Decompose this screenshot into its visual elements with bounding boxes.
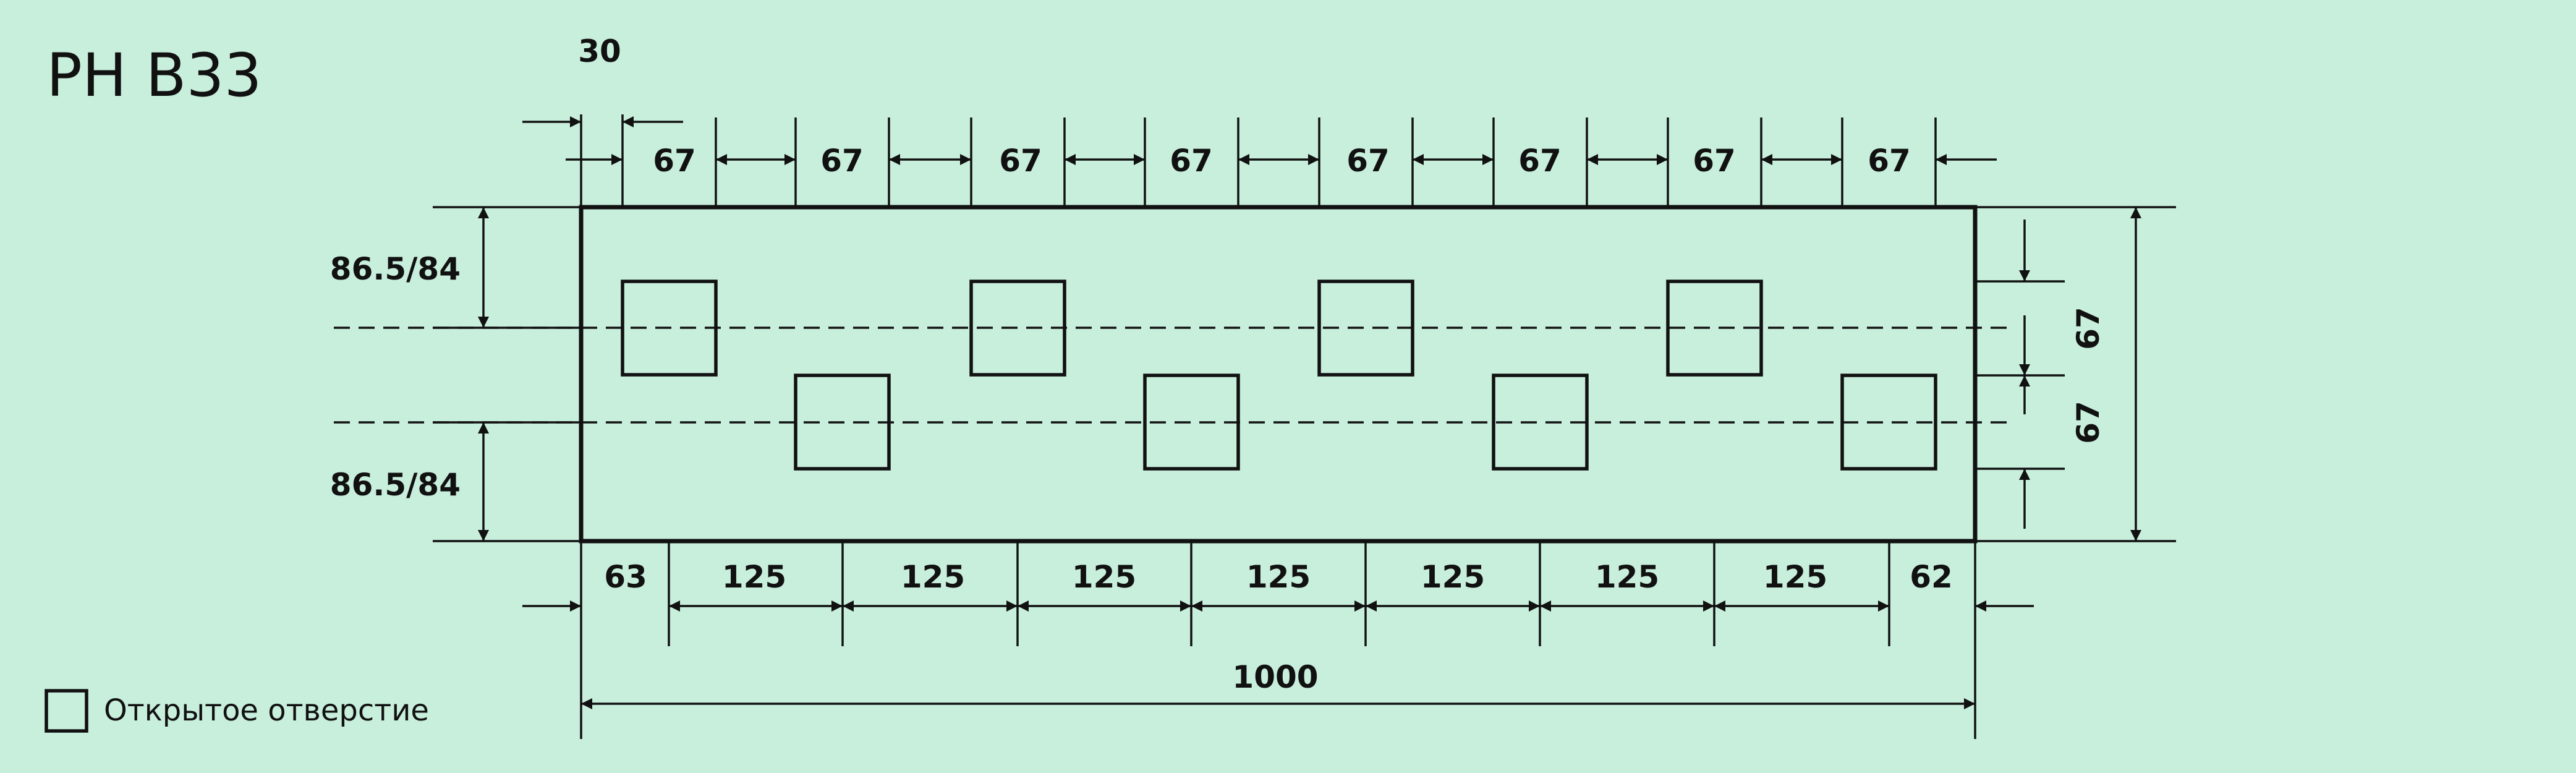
dim-top-spacing: 67: [1868, 143, 1911, 179]
dim-row2-offset: 86.5/84: [330, 467, 461, 503]
dim-bottom-spacing: 125: [1246, 559, 1311, 595]
dim-top-spacing: 67: [820, 143, 864, 179]
dim-bottom-spacing: 125: [1072, 559, 1136, 595]
open-hole: [1492, 374, 1589, 471]
dim-bottom-spacing: 125: [722, 559, 786, 595]
open-hole: [1317, 280, 1414, 377]
dim-offset-30: 30: [578, 33, 621, 69]
dim-bottom-spacing: 125: [1421, 559, 1485, 595]
legend-label: Открытое отверстие: [104, 693, 429, 728]
open-hole: [1666, 280, 1763, 377]
dim-top-spacing: 67: [1346, 143, 1390, 179]
dim-top-spacing: 67: [1170, 143, 1213, 179]
open-hole: [794, 374, 891, 471]
left-dimensions: [433, 206, 581, 542]
bottom-dimension-chain: [522, 541, 2034, 739]
dim-right-bottom: 67: [2070, 401, 2106, 444]
dim-top-spacing: 67: [1693, 143, 1736, 179]
dim-bottom-right: 62: [1910, 559, 1953, 595]
open-hole-legend-icon: [45, 689, 88, 733]
open-hole: [621, 280, 718, 377]
dim-total-length: 1000: [1232, 659, 1318, 695]
dim-row1-offset: 86.5/84: [330, 251, 461, 287]
dim-top-spacing: 67: [999, 143, 1042, 179]
open-hole: [1143, 374, 1240, 471]
dim-bottom-left: 63: [604, 559, 647, 595]
plate-outline: [579, 205, 1978, 544]
dim-top-spacing: 67: [653, 143, 696, 179]
page-title: PH B33: [46, 41, 262, 110]
top-dimension-chain: [522, 114, 1997, 207]
dim-bottom-spacing: 125: [901, 559, 965, 595]
open-hole: [1840, 374, 1937, 471]
dim-bottom-spacing: 125: [1595, 559, 1659, 595]
dim-bottom-spacing: 125: [1763, 559, 1827, 595]
dim-right-top: 67: [2070, 307, 2106, 350]
open-hole: [969, 280, 1066, 377]
right-dimensions: [1975, 206, 2176, 542]
dim-top-spacing: 67: [1518, 143, 1562, 179]
